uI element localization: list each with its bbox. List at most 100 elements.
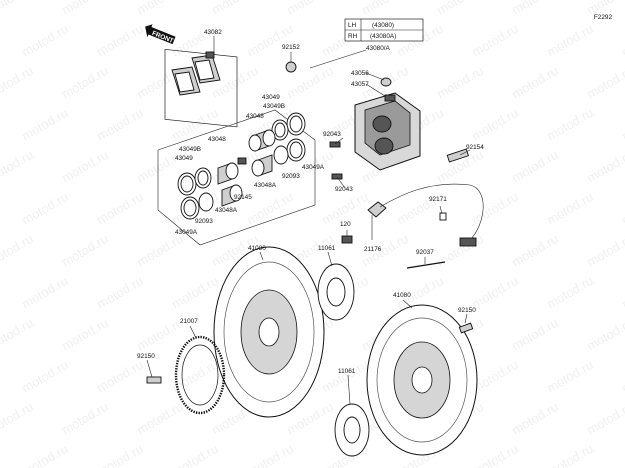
- callout-label: 120: [340, 221, 351, 228]
- callout-label: 21007: [180, 318, 198, 325]
- watermark-text: motod.ru: [134, 0, 186, 18]
- watermark-text: motod.ru: [619, 357, 625, 396]
- watermark-text: motod.ru: [284, 0, 336, 18]
- clamp-92171: [439, 212, 447, 221]
- watermark-text: motod.ru: [469, 189, 521, 228]
- lower-piston-row: [177, 157, 247, 220]
- callout-label: 43080/A: [366, 45, 391, 52]
- watermark-text: motod.ru: [469, 21, 521, 60]
- watermark-text: motod.ru: [19, 21, 71, 60]
- sensor-connector: [459, 237, 477, 247]
- callout-label: 41080: [393, 292, 411, 299]
- callout-label: 43049B: [263, 103, 285, 110]
- watermark-text: motod.ru: [509, 0, 561, 18]
- abs-sensor-21176: [341, 201, 387, 244]
- callout-label: 11061: [318, 245, 336, 252]
- watermark-text: motod.ru: [584, 315, 625, 354]
- callout-label: 43056: [351, 70, 369, 77]
- leader-lines: [146, 36, 471, 405]
- watermark-text: motod.ru: [94, 189, 146, 228]
- watermark-text: motod.ru: [619, 189, 625, 228]
- callout-label: 92093: [195, 218, 213, 225]
- watermark-text: motod.ru: [509, 315, 561, 354]
- disc-bolt-92150-right: [458, 322, 474, 334]
- callout-label: 92043: [335, 186, 353, 193]
- watermark-text: motod.ru: [94, 105, 146, 144]
- watermark-text: motod.ru: [209, 0, 261, 18]
- watermark-text: motod.ru: [544, 105, 596, 144]
- brake-pad-left: [171, 66, 201, 96]
- watermark-text: motod.ru: [94, 441, 146, 468]
- watermark-text: motod.ru: [94, 273, 146, 312]
- dust-seal-92093: [273, 145, 289, 165]
- watermark-text: motod.ru: [59, 231, 111, 270]
- watermark-text: motod.ru: [544, 189, 596, 228]
- bleeder-nipple-92152: [285, 61, 297, 73]
- legend-part-lh: (43080): [372, 22, 394, 29]
- watermark-text: motod.ru: [509, 231, 561, 270]
- brake-pads-group: [164, 48, 238, 128]
- upper-piston-row: [248, 112, 306, 177]
- callout-label: 92093: [282, 173, 300, 180]
- brake-caliper-43080: [354, 92, 421, 171]
- watermark-text: motod.ru: [509, 63, 561, 102]
- watermark-text: motod.ru: [134, 231, 186, 270]
- callout-label: 43049A: [302, 164, 325, 171]
- watermark-text: motod.ru: [59, 63, 111, 102]
- watermark-text: motod.ru: [59, 147, 111, 186]
- callout-label: 43048A: [254, 182, 277, 189]
- callout-label: 41080: [248, 245, 266, 252]
- bolt-120: [341, 235, 353, 244]
- watermark-text: motod.ru: [59, 0, 111, 18]
- callout-label: 43049: [175, 155, 193, 162]
- callout-label: 92154: [466, 144, 484, 151]
- watermark-text: motod.ru: [434, 231, 486, 270]
- watermark-text: motod.ru: [19, 105, 71, 144]
- callout-label: 43057: [351, 81, 369, 88]
- watermark-text: motod.ru: [469, 441, 521, 468]
- clamp-92037: [406, 261, 446, 269]
- watermark-text: motod.ru: [469, 273, 521, 312]
- callout-label: 43049B: [179, 146, 201, 153]
- callout-label: 92150: [137, 353, 155, 360]
- watermark-text: motod.ru: [434, 0, 486, 18]
- watermark-text: motod.ru: [19, 189, 71, 228]
- watermark-text: motod.ru: [619, 105, 625, 144]
- callout-label: 92037: [416, 249, 434, 256]
- watermark-text: motod.ru: [509, 399, 561, 438]
- plug-92043: [329, 141, 343, 180]
- brake-pad-right: [191, 51, 221, 84]
- watermark-text: motod.ru: [544, 441, 596, 468]
- callout-label: 92145: [234, 194, 252, 201]
- watermark-text: motod.ru: [319, 357, 371, 396]
- diagram-id: F2292: [594, 14, 613, 21]
- caliper-mount-bolt-92154: [446, 148, 470, 163]
- shim-11061-lower: [334, 403, 370, 457]
- brake-disc-right-41080: [366, 304, 478, 456]
- watermark-text: motod.ru: [619, 273, 625, 312]
- callout-label: 11061: [338, 368, 356, 375]
- bleed-cap-43057: [384, 94, 396, 102]
- callout-label: 43049A: [175, 229, 198, 236]
- watermark-text: motod.ru: [59, 399, 111, 438]
- watermark-text: motod.ru: [244, 21, 296, 60]
- watermark-text: motod.ru: [134, 315, 186, 354]
- watermark-text: motod.ru: [584, 147, 625, 186]
- watermark-text: motod.ru: [359, 0, 411, 18]
- brake-disc-left-41080: [213, 246, 325, 418]
- front-direction-arrow: FRONT: [145, 24, 176, 45]
- watermark-text: motod.ru: [244, 189, 296, 228]
- callout-label: 43048: [208, 136, 226, 143]
- watermark-text: motod.ru: [619, 21, 625, 60]
- watermark-text: motod.ru: [469, 105, 521, 144]
- watermark-text: motod.ru: [544, 21, 596, 60]
- watermark-text: motod.ru: [434, 63, 486, 102]
- callout-label: 92152: [282, 44, 300, 51]
- disc-bolt-92150-left: [146, 376, 162, 384]
- callout-label: 43048: [246, 113, 264, 120]
- abs-rotor-21007: [174, 335, 226, 415]
- legend-side-rh: RH: [348, 33, 358, 40]
- watermark-text: motod.ru: [0, 399, 36, 438]
